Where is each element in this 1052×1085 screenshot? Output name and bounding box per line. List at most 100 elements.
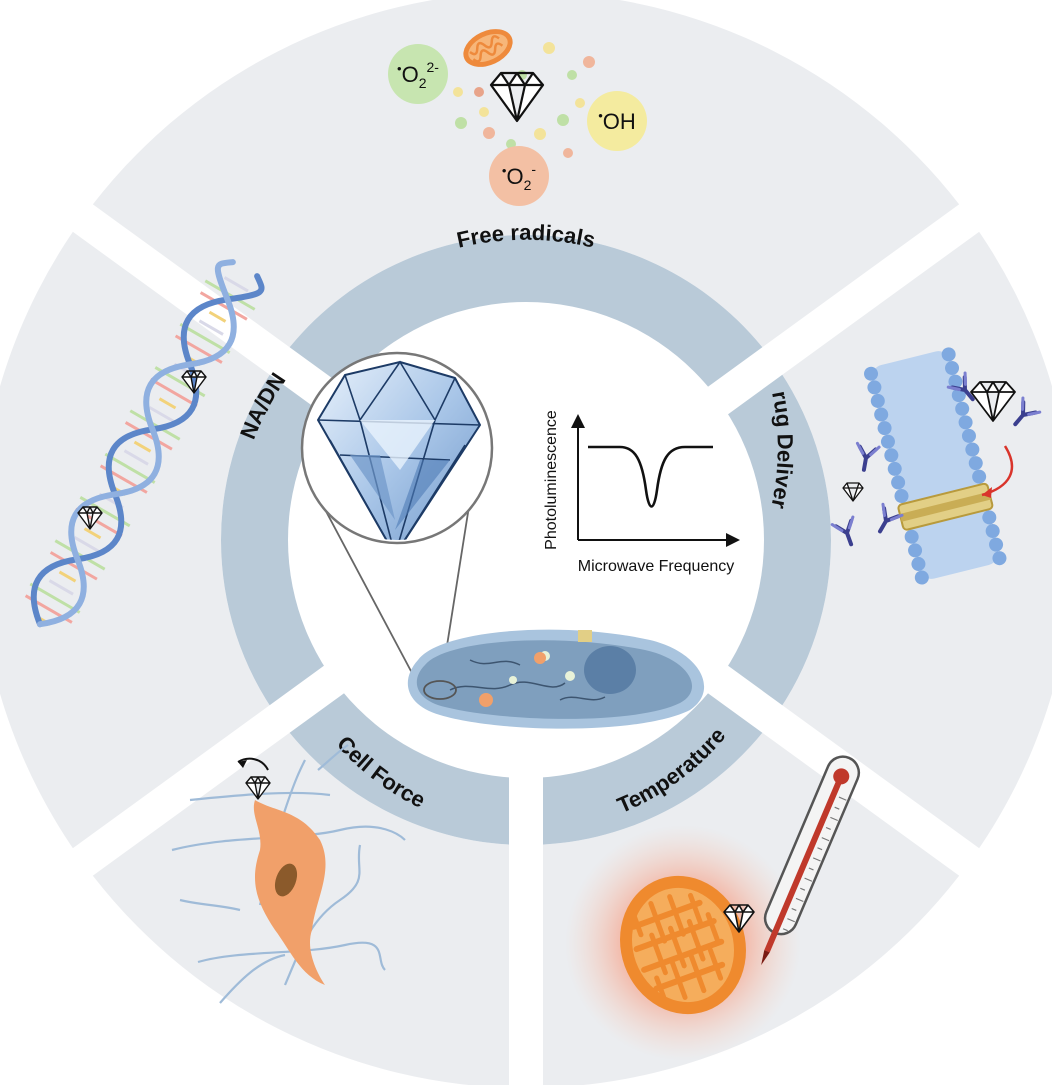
dna-base-pair: [199, 291, 248, 321]
lipid-head: [908, 543, 923, 558]
thermometer-tick: [791, 907, 797, 912]
diamond-icon: [842, 482, 864, 502]
segment-band-free-radicals: [279, 234, 773, 402]
thermometer-tick: [808, 867, 814, 871]
lipid-head: [958, 415, 973, 430]
thermometer-tick: [830, 816, 838, 822]
dna-base-pair: [29, 582, 81, 614]
dna-base-pair: [129, 409, 181, 441]
dna-base-pair: [133, 440, 152, 453]
lipid-head: [968, 456, 983, 471]
lipid-head: [965, 442, 980, 457]
inset-plot-xlabel: Microwave Frequency: [578, 558, 735, 575]
drug-delivery-illustration: [830, 347, 1042, 585]
dna-base-pair: [54, 539, 106, 571]
dna-base-pair: [148, 406, 174, 423]
lipid-head: [887, 461, 902, 476]
dna-base-pair: [48, 579, 74, 596]
dna-base-pair: [49, 551, 98, 581]
lipid-head: [982, 510, 997, 525]
lipid-head: [894, 489, 909, 504]
rotation-arrow-icon: [237, 757, 269, 771]
lipid-head: [948, 374, 963, 389]
lipid-head: [989, 537, 1004, 552]
lipid-head: [961, 428, 976, 443]
thermometer-tick: [821, 837, 830, 842]
lipid-head: [877, 421, 892, 436]
dna-base-pair: [58, 570, 77, 583]
temperature-illustration: [565, 755, 861, 1061]
dna-helix-icon: [24, 259, 265, 628]
diamond-icon: [181, 370, 207, 394]
thermometer-tick: [804, 877, 813, 882]
lipid-head: [911, 556, 926, 571]
free-radicals-illustration: •O22- •OH •O2-: [388, 29, 647, 206]
segment-gap: [702, 197, 990, 419]
diamond-icon: [489, 71, 545, 123]
hydroxyl-bubble: •OH: [587, 91, 647, 151]
antibody-icon: [878, 502, 904, 534]
dna-base-pair: [149, 377, 198, 408]
lipid-head: [867, 380, 882, 395]
mitochondrion-icon: [620, 875, 746, 1015]
lipid-head: [951, 388, 966, 403]
diamond-icon: [77, 506, 103, 530]
thermometer-tick: [825, 826, 831, 830]
thermometer-tick: [838, 796, 847, 801]
dna-base-pair: [73, 535, 99, 553]
lipid-head: [955, 401, 970, 416]
dna-base-pair: [83, 527, 102, 540]
diamond-icon: [245, 776, 271, 800]
dna-illustration: [24, 259, 265, 628]
lipid-head: [945, 360, 960, 375]
fiber-network: [171, 744, 406, 1004]
odmr-inset-plot: Photoluminescence Microwave Frequency: [543, 410, 740, 575]
superoxide-bubble: •O2-: [489, 146, 549, 206]
segment-band-temperature: [526, 678, 773, 845]
lipid-head: [914, 570, 929, 585]
antibody-icon: [830, 515, 855, 547]
membrane-icon: [864, 347, 1007, 585]
diamond-icon: [723, 904, 755, 933]
nucleus-icon: [274, 863, 298, 897]
dna-base-pair: [158, 397, 177, 410]
lipid-head: [884, 448, 899, 463]
thermometer-icon: [761, 755, 861, 966]
antibody-icon: [855, 441, 881, 472]
hydroxyl-label: •OH: [598, 108, 636, 134]
lipid-head: [992, 551, 1007, 566]
thermometer-tick: [817, 847, 823, 851]
resonance-curve: [588, 445, 713, 508]
lipid-head: [904, 529, 919, 544]
diamond-gem-icon: [317, 360, 481, 540]
thermometer-tick: [787, 918, 795, 923]
lipid-head: [972, 469, 987, 484]
dna-base-pair: [208, 310, 227, 323]
segment-band-cell-force: [279, 678, 526, 845]
lipid-head: [891, 475, 906, 490]
superoxide-label: •O2-: [502, 161, 536, 193]
cell-icon: [407, 629, 705, 729]
lipid-head: [870, 393, 885, 408]
thermometer-tick: [782, 928, 788, 932]
inset-plot-ylabel: Photoluminescence: [543, 410, 560, 550]
segment-gap: [62, 661, 350, 883]
segment-rna-dna: [0, 217, 280, 863]
cell-force-illustration: [171, 744, 406, 1004]
dna-base-pair: [124, 421, 173, 451]
lipid-head: [864, 366, 879, 381]
lipid-head: [874, 407, 889, 422]
mitochondrion-icon: [463, 29, 513, 67]
superoxide-dianion-bubble: •O22-: [388, 44, 448, 104]
dna-base-pair: [223, 276, 249, 293]
dna-base-pair: [198, 319, 224, 336]
dna-base-pair: [104, 452, 156, 484]
center-illustration: Photoluminescence Microwave Frequency: [300, 351, 740, 729]
lipid-head: [880, 434, 895, 449]
thermometer-tick: [800, 887, 806, 891]
lipid-head: [941, 347, 956, 362]
magnifier-icon: [300, 351, 494, 545]
thermometer-tick: [834, 806, 840, 810]
dna-base-pair: [123, 449, 149, 466]
